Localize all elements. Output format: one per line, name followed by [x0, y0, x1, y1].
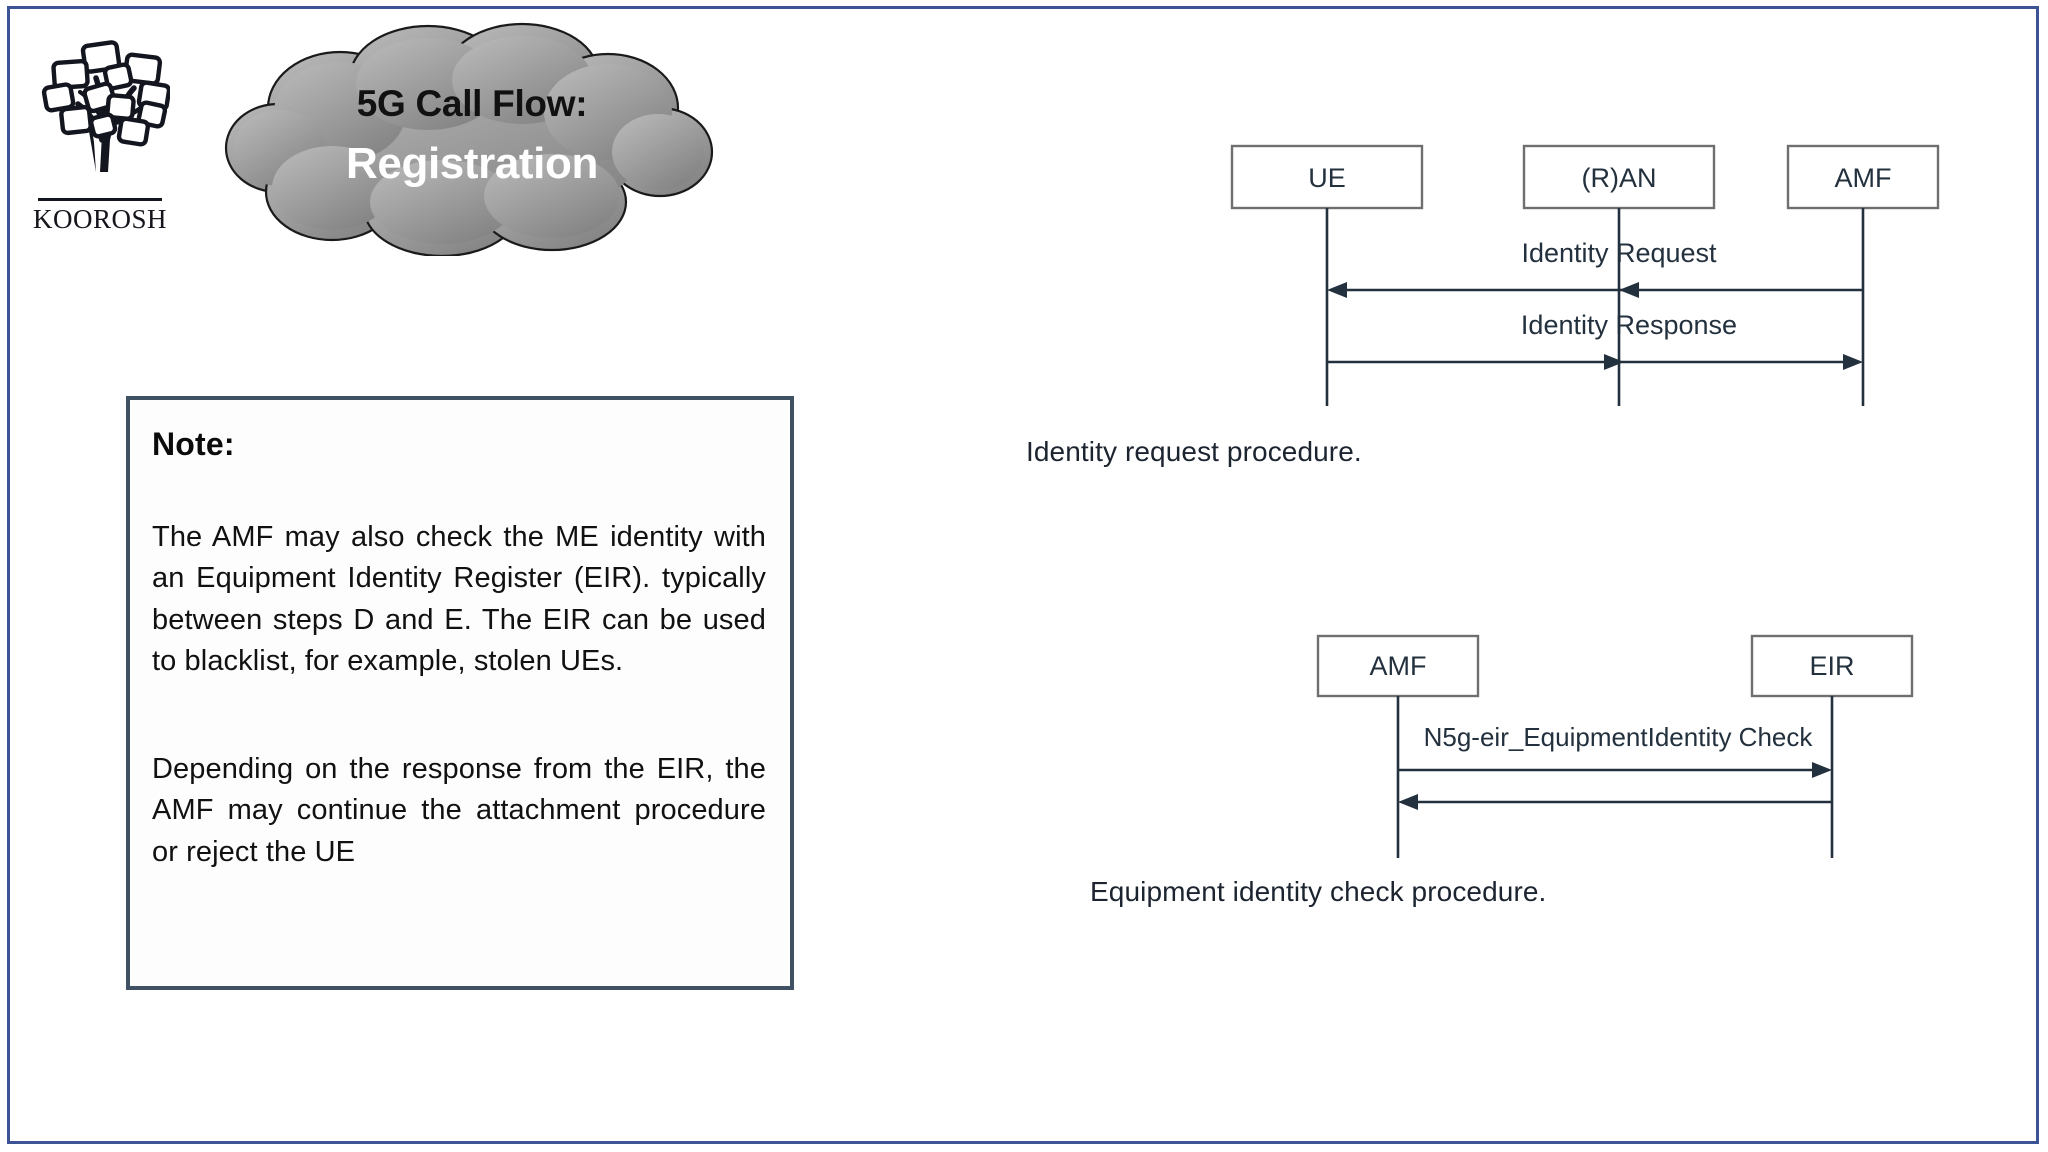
- message-identity-response: Identity Response: [1327, 310, 1863, 370]
- message-label-identity-response: Identity Response: [1521, 310, 1737, 340]
- message-label-identity-request: Identity Request: [1521, 238, 1717, 268]
- identity-request-sequence-diagram: UE (R)AN AMF Identity Request Identity R…: [1230, 144, 1940, 406]
- brand-name: KOOROSH: [32, 204, 168, 234]
- cloud-shape-icon: [224, 22, 714, 256]
- message-label-equipment-identity-check: N5g-eir_EquipmentIdentity Check: [1424, 722, 1814, 752]
- equipment-identity-check-sequence-diagram: AMF EIR N5g-eir_EquipmentIdentity Check: [1316, 634, 1914, 858]
- lifeline-box-eir: [1750, 634, 1914, 698]
- lifeline-label-amf: AMF: [1835, 163, 1892, 193]
- logo-divider: [38, 198, 162, 201]
- message-equipment-identity-check-response: [1398, 794, 1832, 810]
- lifeline-label-ran: (R)AN: [1582, 163, 1657, 193]
- note-paragraph-2: Depending on the response from the EIR, …: [152, 752, 766, 868]
- title-line-primary: 5G Call Flow:: [356, 83, 588, 124]
- koorosh-tree-logo: [41, 40, 170, 172]
- lifeline-box-ue: [1230, 144, 1424, 210]
- lifeline-label-eir: EIR: [1809, 651, 1854, 681]
- diagram-caption-equipment-identity-check: Equipment identity check procedure.: [1090, 876, 1547, 907]
- message-identity-request: Identity Request: [1327, 238, 1863, 298]
- note-heading: Note:: [152, 426, 235, 462]
- message-equipment-identity-check: N5g-eir_EquipmentIdentity Check: [1398, 722, 1832, 778]
- note-callout-box: Note: The AMF may also check the ME iden…: [126, 396, 794, 990]
- title-line-secondary: Registration: [346, 139, 598, 188]
- lifeline-box-amf-2: [1316, 634, 1480, 698]
- brand-logo: KOOROSH: [26, 22, 174, 234]
- title-cloud: 5G Call Flow: Registration: [222, 16, 722, 256]
- note-paragraph-1: The AMF may also check the ME identity w…: [152, 521, 766, 678]
- lifeline-box-ran: [1522, 144, 1716, 210]
- lifeline-label-ue: UE: [1308, 163, 1346, 193]
- lifeline-label-amf-2: AMF: [1370, 651, 1427, 681]
- diagram-caption-identity-request: Identity request procedure.: [1026, 436, 1362, 467]
